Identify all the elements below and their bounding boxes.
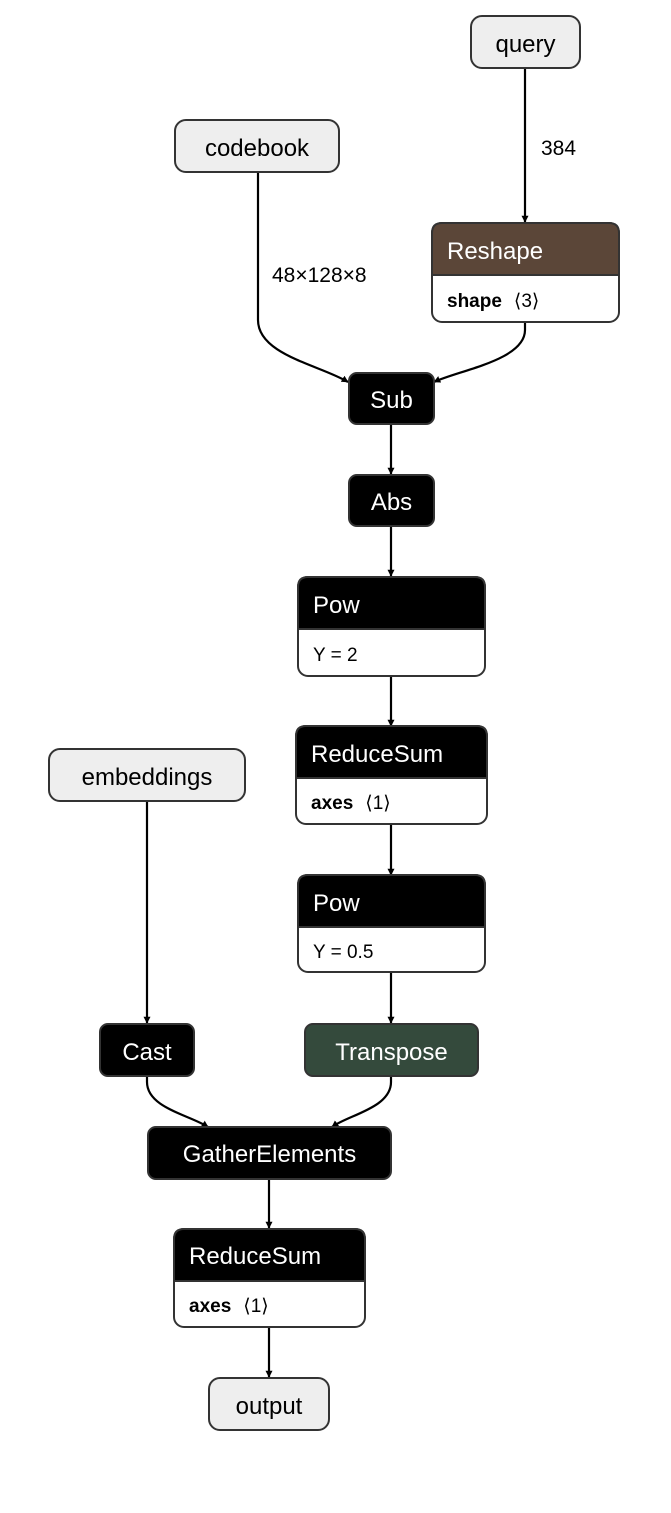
node-label-sub: Sub [370,387,413,414]
node-label-transpose: Transpose [335,1039,448,1066]
node-label-abs: Abs [371,489,412,516]
node-label-gatherelements: GatherElements [183,1141,356,1168]
input-node-query[interactable]: query [470,15,581,69]
output-node[interactable]: output [208,1377,330,1431]
edge-reshape-sub [433,322,527,383]
node-label-reducesum-1: ReduceSum [311,741,443,768]
node-sub[interactable]: Sub [348,372,435,425]
node-transpose[interactable]: Transpose [304,1023,479,1077]
attr-pow-2: Y = 0.5 [313,942,373,963]
input-label-query: query [495,31,555,58]
input-node-embeddings[interactable]: embeddings [48,748,246,802]
node-pow-2[interactable]: Pow Y = 0.5 [297,874,486,973]
node-reducesum-1[interactable]: ReduceSum axes⟨1⟩ [295,725,488,825]
attr-reducesum-1: axes⟨1⟩ [311,793,391,814]
input-node-codebook[interactable]: codebook [174,119,340,173]
node-label-cast: Cast [122,1039,172,1066]
node-label-pow-1: Pow [313,592,360,619]
attr-pow-1: Y = 2 [313,645,358,666]
edge-codebook-sub [256,172,349,383]
node-label-reducesum-2: ReduceSum [189,1243,321,1270]
edges: 384 48×128×8 [143,68,576,1378]
edge-transpose-gather [331,1076,393,1128]
edge-cast-gather [145,1076,209,1128]
node-cast[interactable]: Cast [99,1023,195,1077]
node-pow-1[interactable]: Pow Y = 2 [297,576,486,677]
edge-label-codebook: 48×128×8 [272,264,367,287]
attr-reducesum-2: axes⟨1⟩ [189,1296,269,1317]
node-label-reshape: Reshape [447,238,543,265]
node-abs[interactable]: Abs [348,474,435,527]
node-gatherelements[interactable]: GatherElements [147,1126,392,1180]
attr-reshape: shape⟨3⟩ [447,291,539,312]
node-label-pow-2: Pow [313,890,360,917]
edge-label-query: 384 [541,137,576,160]
node-reshape[interactable]: Reshape shape⟨3⟩ [431,222,620,323]
input-label-embeddings: embeddings [82,764,213,791]
input-label-codebook: codebook [205,135,310,162]
output-label: output [236,1393,303,1420]
node-reducesum-2[interactable]: ReduceSum axes⟨1⟩ [173,1228,366,1328]
